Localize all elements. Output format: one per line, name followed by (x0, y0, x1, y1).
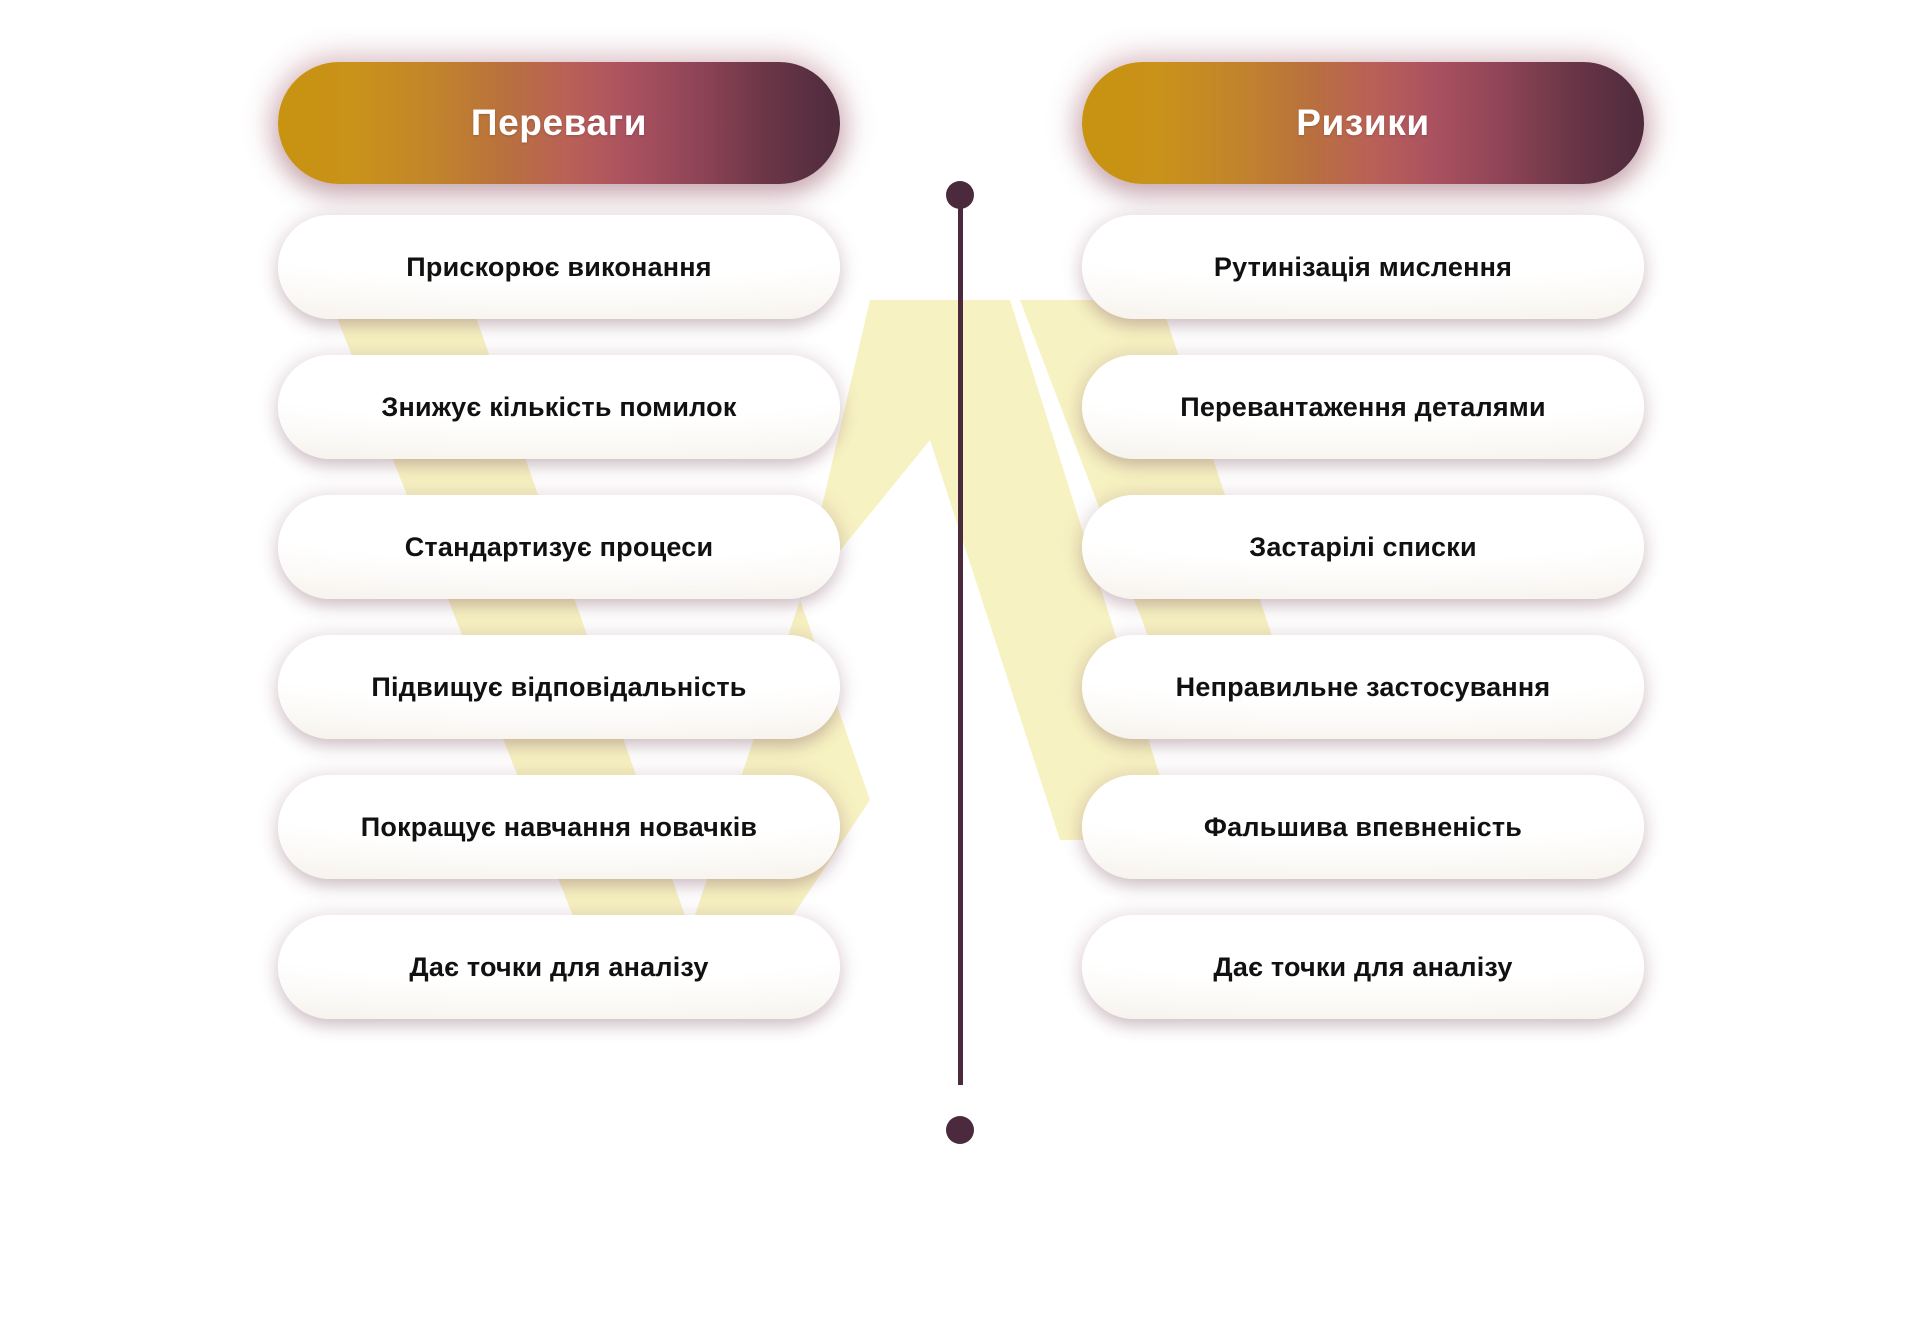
card-risk-3[interactable]: Застарілі списки (1082, 495, 1644, 599)
header-pill-benefits[interactable]: Переваги (278, 62, 840, 184)
card-risk-4[interactable]: Неправильне застосування (1082, 635, 1644, 739)
card-label-benefit-2: Знижує кількість помилок (381, 391, 737, 422)
card-label-benefit-5: Покращує навчання новачків (360, 811, 758, 842)
card-label-risk-6: Дає точки для аналізу (1213, 951, 1513, 982)
card-risk-1[interactable]: Рутинізація мислення (1082, 215, 1644, 319)
card-benefit-4[interactable]: Підвищує відповідальність (278, 635, 840, 739)
card-label-benefit-1: Прискорює виконання (406, 251, 712, 282)
divider-bottom-dot (946, 1116, 974, 1144)
column-benefits: Переваги Прискорює виконання Знижує кіль… (278, 0, 840, 1019)
card-benefit-2[interactable]: Знижує кількість помилок (278, 355, 840, 459)
card-list-benefits: Прискорює виконання Знижує кількість пом… (278, 215, 840, 1019)
card-label-benefit-4: Підвищує відповідальність (371, 671, 747, 702)
card-benefit-3[interactable]: Стандартизує процеси (278, 495, 840, 599)
header-gradient-risks (1082, 62, 1644, 184)
card-risk-2[interactable]: Перевантаження деталями (1082, 355, 1644, 459)
header-gradient-benefits (278, 62, 840, 184)
card-label-risk-1: Рутинізація мислення (1213, 251, 1513, 282)
header-label-benefits: Переваги (470, 102, 648, 143)
card-label-benefit-6: Дає точки для аналізу (409, 951, 709, 982)
card-risk-6[interactable]: Дає точки для аналізу (1082, 915, 1644, 1019)
card-list-risks: Рутинізація мислення Перевантаження дета… (1082, 215, 1644, 1019)
card-risk-5[interactable]: Фальшива впевненість (1082, 775, 1644, 879)
card-label-risk-5: Фальшива впевненість (1203, 811, 1523, 842)
header-label-risks: Ризики (1296, 102, 1430, 143)
divider-line (958, 195, 963, 1085)
card-label-risk-2: Перевантаження деталями (1180, 391, 1546, 422)
card-label-risk-3: Застарілі списки (1249, 531, 1477, 562)
card-benefit-6[interactable]: Дає точки для аналізу (278, 915, 840, 1019)
vertical-comparison-divider (946, 150, 974, 1150)
card-label-risk-4: Неправильне застосування (1175, 671, 1551, 702)
card-benefit-1[interactable]: Прискорює виконання (278, 215, 840, 319)
header-pill-risks[interactable]: Ризики (1082, 62, 1644, 184)
card-label-benefit-3: Стандартизує процеси (404, 531, 714, 562)
column-risks: Ризики Рутинізація мислення Перевантажен… (1082, 0, 1644, 1019)
card-benefit-5[interactable]: Покращує навчання новачків (278, 775, 840, 879)
